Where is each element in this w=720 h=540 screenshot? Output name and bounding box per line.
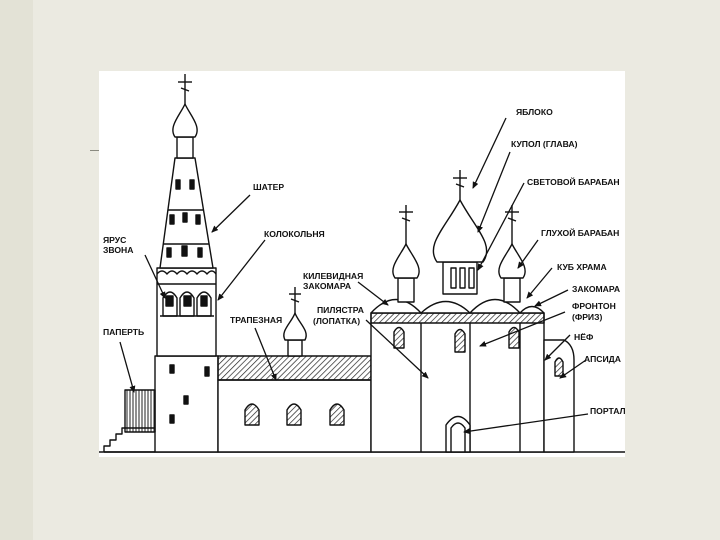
slide-left-strip bbox=[0, 0, 33, 540]
main-church bbox=[370, 170, 575, 453]
label-nef: НЁФ bbox=[574, 332, 594, 342]
label-pilyastra-2: (ЛОПАТКА) bbox=[313, 316, 360, 326]
label-yarus-zvona-2: ЗВОНА bbox=[103, 245, 133, 255]
leader-arrows bbox=[119, 117, 589, 435]
label-svetovoy-baraban: СВЕТОВОЙ БАРАБАН bbox=[527, 176, 620, 187]
label-fronton-1: ФРОНТОН bbox=[572, 301, 616, 311]
label-yarus-zvona-1: ЯРУС bbox=[103, 235, 126, 245]
label-shater: ШАТЕР bbox=[253, 182, 284, 192]
label-kolokolnya: КОЛОКОЛЬНЯ bbox=[264, 229, 325, 239]
label-kub-khrama: КУБ ХРАМА bbox=[557, 262, 607, 272]
bell-tower bbox=[154, 74, 219, 453]
label-yabloko: ЯБЛОКО bbox=[516, 107, 553, 117]
label-paperte: ПАПЕРТЬ bbox=[103, 327, 144, 337]
label-zakomara: ЗАКОМАРА bbox=[572, 284, 620, 294]
label-fronton-2: (ФРИЗ) bbox=[572, 312, 602, 322]
diagram-labels: ЯБЛОКО КУПОЛ (ГЛАВА) СВЕТОВОЙ БАРАБАН ША… bbox=[103, 107, 626, 416]
label-glukhoy-baraban: ГЛУХОЙ БАРАБАН bbox=[541, 227, 619, 238]
label-kupol: КУПОЛ (ГЛАВА) bbox=[511, 139, 578, 149]
slide-rule bbox=[90, 150, 104, 151]
label-kilevidnaya-2: ЗАКОМАРА bbox=[303, 281, 351, 291]
label-pilyastra-1: ПИЛЯСТРА bbox=[317, 305, 364, 315]
porch-stairs bbox=[103, 389, 156, 453]
label-trapeznaya: ТРАПЕЗНАЯ bbox=[230, 315, 282, 325]
label-portal: ПОРТАЛ bbox=[590, 406, 626, 416]
refectory bbox=[217, 287, 372, 453]
label-kilevidnaya-1: КИЛЕВИДНАЯ bbox=[303, 271, 363, 281]
label-apsida: АПСИДА bbox=[584, 354, 621, 364]
